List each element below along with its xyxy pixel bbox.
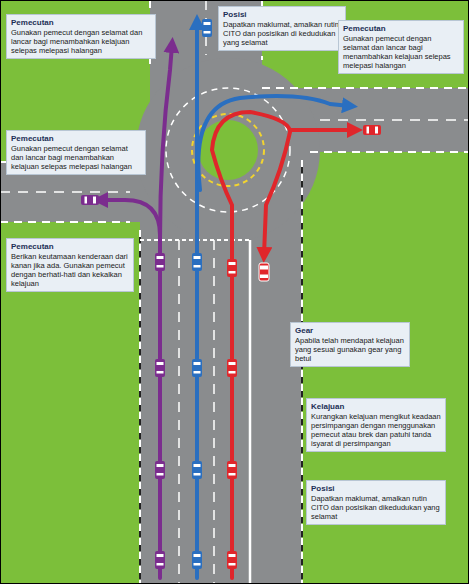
callout-box: PosisiDapatkan maklumat, amalkan rutin C…: [218, 6, 346, 51]
callout-heading: Kelajuan: [311, 402, 441, 412]
callout-body: Gunakan pemecut dengan selamat dan lanca…: [11, 28, 151, 55]
callout-heading: Pemecutan: [11, 18, 151, 28]
callout-body: Apabila telah mendapat kelajuan yang ses…: [295, 336, 405, 363]
callout-heading: Pemecutan: [11, 134, 141, 144]
callout-body: Kurangkan kelajuan mengikut keadaan pers…: [311, 412, 441, 448]
callout-box: KelajuanKurangkan kelajuan mengikut kead…: [306, 398, 446, 452]
callout-body: Berikan keutamaan kenderaan dari kanan j…: [11, 252, 129, 288]
callout-box: PemecutanGunakan pemecut dengan selamat …: [6, 130, 146, 175]
callout-body: Dapatkan maklumat, amalkan rutin CITO da…: [311, 494, 441, 521]
callout-heading: Posisi: [223, 10, 341, 20]
callout-box: PemecutanGunakan pemecut dengan selamat …: [6, 14, 156, 59]
callout-body: Dapatkan maklumat, amalkan rutin CITO da…: [223, 20, 341, 47]
callout-heading: Posisi: [311, 484, 441, 494]
callout-body: Gunakan pemecut dengan selamat dan lanca…: [11, 144, 141, 171]
callout-body: Gunakan pemecut dengan selamat dan lanca…: [343, 34, 459, 70]
callout-heading: Pemecutan: [343, 24, 459, 34]
callout-box: PemecutanGunakan pemecut dengan selamat …: [338, 20, 464, 74]
callout-box: GearApabila telah mendapat kelajuan yang…: [290, 322, 410, 367]
callout-heading: Pemecutan: [11, 242, 129, 252]
callout-box: PosisiDapatkan maklumat, amalkan rutin C…: [306, 480, 446, 525]
callout-heading: Gear: [295, 326, 405, 336]
callout-box: PemecutanBerikan keutamaan kenderaan dar…: [6, 238, 134, 292]
